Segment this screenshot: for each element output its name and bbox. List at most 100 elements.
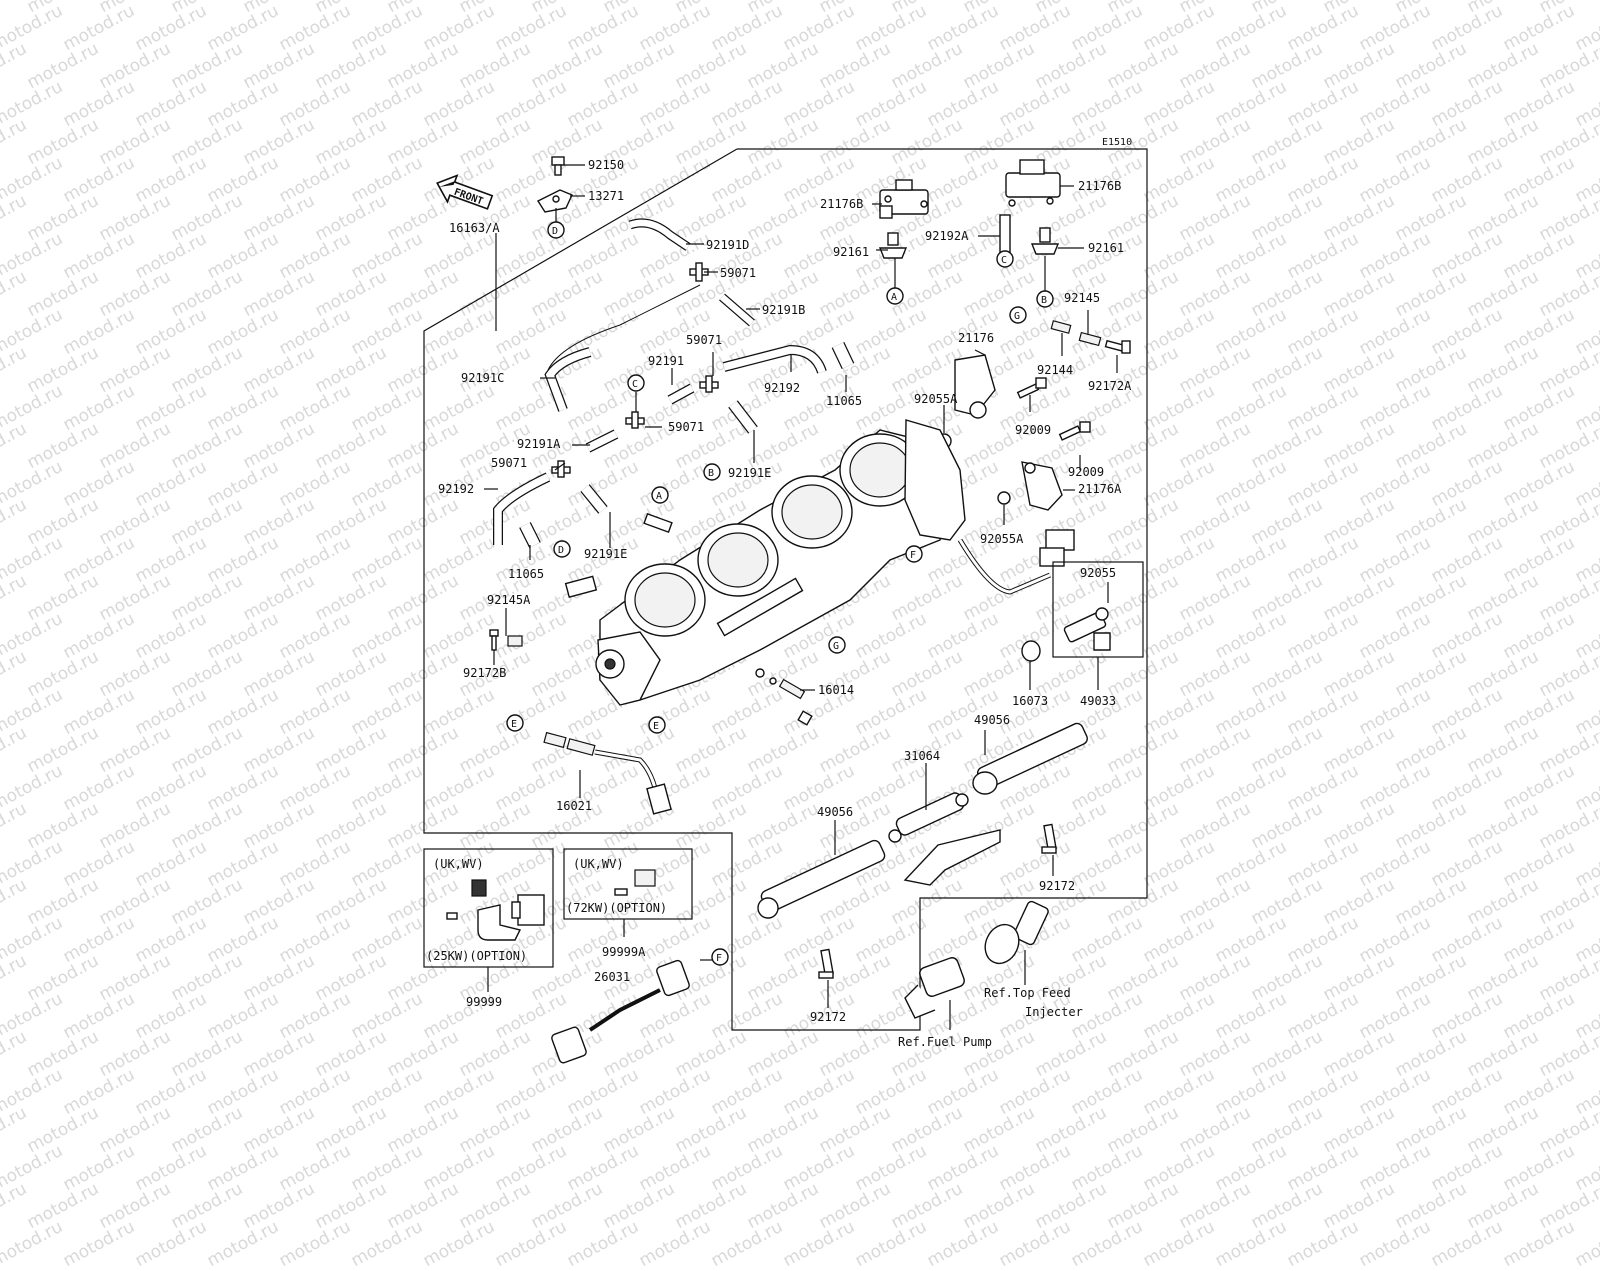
region-label-25kw: (UK,WV) xyxy=(433,857,484,871)
screw-set-16014-icon xyxy=(755,668,813,726)
callout-label: 16073 xyxy=(1012,694,1048,708)
callout-label: 16163/A xyxy=(449,221,500,235)
svg-text:E: E xyxy=(511,719,517,730)
svg-text:C: C xyxy=(1001,255,1007,266)
tee-59071-d-icon xyxy=(551,460,571,478)
bracket-13271-icon xyxy=(536,189,573,213)
letter-marker: B xyxy=(703,463,721,481)
letter-marker: C xyxy=(996,250,1014,268)
resistor-kit-25kw-icon xyxy=(446,879,545,941)
svg-text:D: D xyxy=(558,545,564,556)
fuel-rail-49056-right-icon xyxy=(972,722,1088,795)
watermark-text: motod.ru xyxy=(59,1216,139,1271)
watermark-text: motod.ru xyxy=(131,1216,211,1271)
letter-marker: A xyxy=(651,486,669,504)
watermark-text: motod.ru xyxy=(1499,1216,1579,1271)
watermark-text: motod.ru xyxy=(0,1216,67,1271)
callout-label: 21176A xyxy=(1078,482,1122,496)
fitting-92161-right-icon xyxy=(1030,227,1060,255)
callout-label: 49033 xyxy=(1080,694,1116,708)
sensor-21176B-left-icon xyxy=(879,179,929,219)
callout-label: 92172A xyxy=(1088,379,1132,393)
callout-label: 92192 xyxy=(438,482,474,496)
watermark-text: motod.ru xyxy=(1067,1216,1147,1271)
leader-lines xyxy=(484,185,1118,1030)
callout-label: 49056 xyxy=(974,713,1010,727)
sub-harness-26031-icon xyxy=(551,959,690,1064)
watermark-text: motod.ru xyxy=(635,1216,715,1271)
callout-label: 11065 xyxy=(826,394,862,408)
callout-label: 92145 xyxy=(1064,291,1100,305)
watermark-text: motod.ru xyxy=(779,1216,859,1271)
watermark-text: motod.ru xyxy=(347,1216,427,1271)
callout-label: 92191E xyxy=(728,466,771,480)
letter-marker: F xyxy=(711,948,729,966)
connector-icon xyxy=(1045,529,1075,551)
callout-label: 92191 xyxy=(648,354,684,368)
svg-text:G: G xyxy=(833,641,839,652)
callout-label: 49056 xyxy=(817,805,853,819)
callout-label: 92172B xyxy=(463,666,506,680)
letter-marker: A xyxy=(886,287,904,305)
watermark-text: motod.ru xyxy=(1283,1216,1363,1271)
assembly-frame xyxy=(423,148,1148,1031)
callout-label: 21176B xyxy=(1078,179,1121,193)
sensor-21176-icon xyxy=(954,354,996,419)
joint-31064-icon xyxy=(888,792,1001,886)
cable-16021-icon xyxy=(543,731,672,815)
callout-label: 16014 xyxy=(818,683,854,697)
callout-label: 92009 xyxy=(1068,465,1104,479)
letter-marker: D xyxy=(547,221,565,239)
callout-label: 92009 xyxy=(1015,423,1051,437)
letter-marker: F xyxy=(905,545,923,563)
spring-92145A-icon xyxy=(507,635,523,647)
grommet-16073-icon xyxy=(1021,640,1041,662)
ref-top-feed-injector-icon xyxy=(984,900,1049,965)
callout-label: 92145A xyxy=(487,593,531,607)
throttle-body-assembly-icon xyxy=(564,419,966,706)
region-label-72kw: (UK,WV) xyxy=(573,857,624,871)
svg-text:B: B xyxy=(708,468,714,479)
letter-marker: D xyxy=(553,540,571,558)
watermark-text: motod.ru xyxy=(275,1216,355,1271)
callout-label: 21176 xyxy=(958,331,994,345)
callout-label: 92055A xyxy=(980,532,1024,546)
tee-59071-c-icon xyxy=(625,411,645,429)
screw-92172-bottom-icon xyxy=(818,948,834,979)
sensor-21176B-right-icon xyxy=(1005,159,1061,207)
watermark-text: motod.ru xyxy=(923,1216,1003,1271)
callout-label: 31064 xyxy=(904,749,940,763)
letter-marker: E xyxy=(648,716,666,734)
watermark-text: motod.ru xyxy=(851,1216,931,1271)
svg-text:B: B xyxy=(1041,295,1047,306)
option-label-72kw: (72KW)(OPTION) xyxy=(566,901,667,915)
callout-label: 92191C xyxy=(461,371,504,385)
sensor-21176A-icon xyxy=(1021,461,1063,511)
callout-label: 16021 xyxy=(556,799,592,813)
watermark-text: motod.ru xyxy=(707,1216,787,1271)
watermark-text: motod.ru xyxy=(203,1216,283,1271)
callout-label: 92055 xyxy=(1080,566,1116,580)
svg-text:C: C xyxy=(632,379,638,390)
callout-label: 92144 xyxy=(1037,363,1073,377)
letter-marker: G xyxy=(828,636,846,654)
callout-label: 11065 xyxy=(508,567,544,581)
screw-92009-bottom-icon xyxy=(1058,421,1091,441)
bolt-92150-icon xyxy=(551,156,565,176)
callout-label: 21176B xyxy=(820,197,863,211)
svg-text:A: A xyxy=(891,292,897,303)
spring-92144-icon xyxy=(1050,320,1072,334)
callout-label: 59071 xyxy=(668,420,704,434)
letter-marker: C xyxy=(627,374,645,392)
ref-top-feed-label: Ref.Top Feed xyxy=(984,986,1071,1000)
watermark-text: motod.ru xyxy=(1211,1216,1291,1271)
letter-marker: G xyxy=(1009,306,1027,324)
svg-text:A: A xyxy=(656,491,662,502)
svg-text:E: E xyxy=(653,721,659,732)
screw-92172A-icon xyxy=(1104,339,1131,354)
callout-label: 92191B xyxy=(762,303,805,317)
callout-label: 92172 xyxy=(810,1010,846,1024)
watermark-text: motod.ru xyxy=(1571,1216,1600,1271)
callout-label: 92192A xyxy=(925,229,969,243)
